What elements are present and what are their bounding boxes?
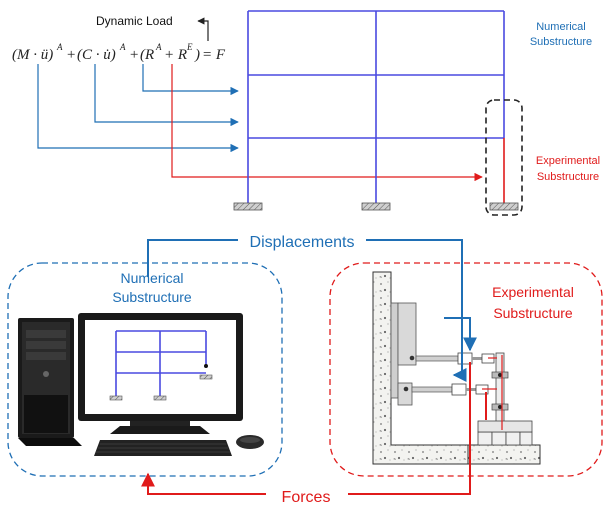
displacements-arrow-from-numerical — [147, 239, 238, 277]
building-frame — [247, 10, 505, 203]
desktop-computer-icon — [18, 313, 264, 456]
numerical-substructure-label-top-1: Numerical — [536, 21, 586, 33]
plus-sign-1: + — [66, 47, 76, 63]
experimental-substructure-label-top-1: Experimental — [536, 155, 600, 167]
dynamic-load-label: Dynamic Load — [96, 14, 173, 28]
displacements-arrow-to-actuator-bottom — [366, 239, 467, 382]
numerical-substructure-label-top-2: Substructure — [530, 36, 592, 48]
experimental-substructure-label-2: Substructure — [493, 305, 573, 321]
dynamic-load-arrow — [197, 17, 209, 41]
restoring-a-superscript: A — [155, 42, 162, 52]
displacements-arrow-to-actuator-top — [444, 317, 477, 352]
screen-support-middle — [153, 395, 167, 401]
damping-term: (C · u̇) — [77, 47, 116, 63]
mass-term: (M · ü) — [12, 47, 53, 63]
forces-label: Forces — [282, 489, 331, 506]
experimental-substructure-label-top-2: Substructure — [537, 171, 599, 183]
support-left — [233, 202, 263, 211]
screen-support-right — [199, 374, 213, 380]
damping-term-superscript: A — [119, 42, 126, 52]
screen-support-left — [109, 395, 123, 401]
restoring-term-open: (R — [140, 47, 154, 63]
screen-frame-model — [115, 330, 207, 396]
restoring-term-close: ) — [194, 47, 200, 63]
experimental-restoring-mapping-arrow — [171, 64, 483, 182]
experimental-substructure-label-1: Experimental — [492, 284, 574, 300]
numerical-substructure-label-1: Numerical — [120, 270, 183, 286]
mass-term-superscript: A — [56, 42, 63, 52]
support-right — [489, 202, 519, 211]
damping-term-mapping-arrow — [94, 64, 239, 127]
experimental-substructure-box — [329, 262, 603, 477]
forces-arrow-to-numerical — [141, 472, 266, 495]
screen-joint-node — [204, 364, 208, 368]
plus-sign-2: + — [129, 47, 139, 63]
equation-of-motion: (M · ü) A + (C · u̇) A + (R A + R E ) = … — [12, 42, 226, 63]
forces-line-from-rig — [348, 362, 471, 495]
experimental-test-rig-icon — [372, 271, 541, 465]
mass-term-mapping-arrow — [37, 64, 239, 153]
numerical-substructure-label-2: Substructure — [112, 289, 192, 305]
experimental-column-highlight — [485, 99, 523, 216]
restoring-e-superscript: E — [186, 42, 193, 52]
displacements-label: Displacements — [250, 234, 355, 251]
support-middle — [361, 202, 391, 211]
restoring-term-plus: + R — [164, 47, 187, 63]
numerical-restoring-mapping-arrow — [142, 64, 239, 96]
equals-force: = F — [202, 47, 226, 63]
